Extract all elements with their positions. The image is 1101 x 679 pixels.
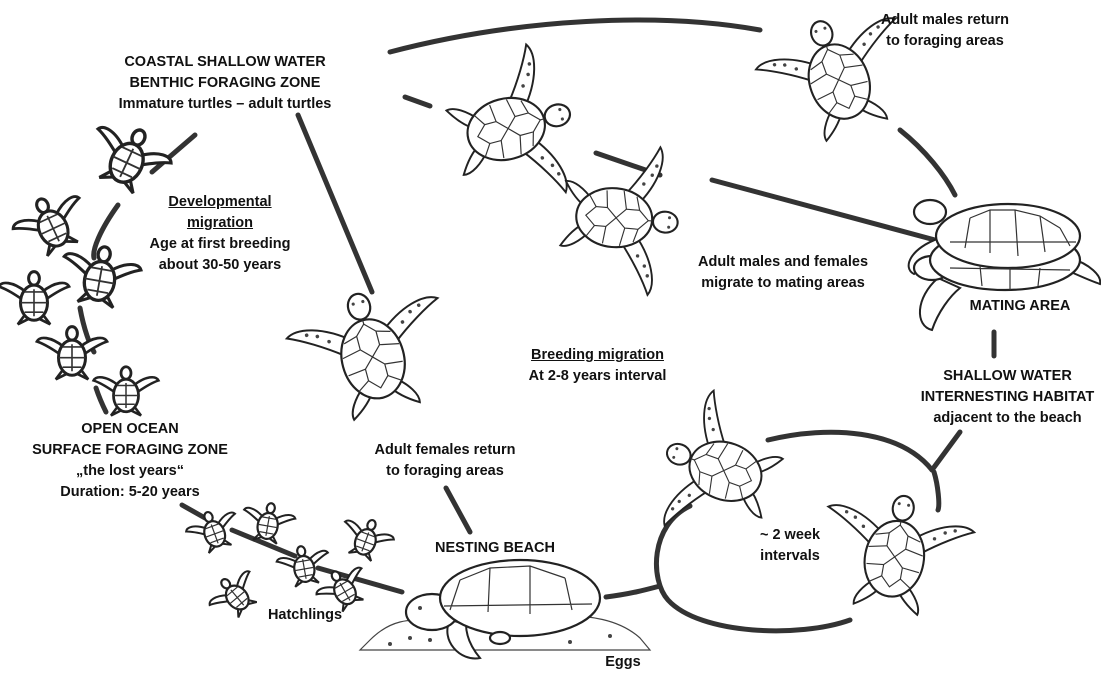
- developmental-heading-line2: migration: [135, 213, 305, 234]
- migrate-mating-line2: migrate to mating areas: [683, 273, 883, 294]
- turtle-internesting-2-icon: [812, 483, 978, 622]
- females-return-label: Adult females return to foraging areas: [350, 440, 540, 482]
- line-ocean-to-beach-1: [182, 505, 205, 518]
- males-return-line2: to foraging areas: [865, 31, 1025, 52]
- migrate-mating-label: Adult males and females migrate to matin…: [683, 252, 883, 294]
- juvenile-turtle-4-icon: [0, 272, 69, 325]
- turtle-migrating-1-icon: [435, 38, 589, 216]
- juvenile-turtle-2-icon: [7, 184, 96, 264]
- open-ocean-line1: OPEN OCEAN: [10, 419, 250, 440]
- breeding-migration-interval: At 2-8 years interval: [505, 366, 690, 387]
- developmental-age-line1: Age at first breeding: [135, 234, 305, 255]
- line-habitat-to-loop: [932, 432, 960, 470]
- internesting-line1: SHALLOW WATER: [920, 366, 1095, 387]
- males-return-label: Adult males return to foraging areas: [865, 10, 1025, 52]
- internesting-label: SHALLOW WATER INTERNESTING HABITAT adjac…: [920, 366, 1095, 429]
- open-ocean-line3: „the lost years“: [10, 461, 250, 482]
- females-return-line1: Adult females return: [350, 440, 540, 461]
- open-ocean-line4: Duration: 5-20 years: [10, 482, 250, 503]
- internesting-loop-right: [934, 472, 939, 510]
- line-beach-to-internesting: [606, 586, 660, 597]
- turtle-females-return-icon: [280, 274, 462, 431]
- open-ocean-label: OPEN OCEAN SURFACE FORAGING ZONE „the lo…: [10, 419, 250, 503]
- internesting-loop-top: [768, 432, 932, 470]
- migrate-mating-line1: Adult males and females: [683, 252, 883, 273]
- hatchlings-label: Hatchlings: [255, 605, 355, 626]
- dev-arc-4: [96, 388, 106, 412]
- interval-line2: intervals: [745, 546, 835, 567]
- nesting-turtle-icon: [360, 560, 650, 658]
- juvenile-turtle-5-icon: [37, 327, 107, 380]
- breeding-migration-label: Breeding migration At 2-8 years interval: [505, 345, 690, 387]
- breeding-migration-heading: Breeding migration: [505, 345, 690, 366]
- juvenile-turtle-1-icon: [80, 113, 179, 202]
- interval-line1: ~ 2 week: [745, 525, 835, 546]
- developmental-migration-label: Developmental migration Age at first bre…: [135, 192, 305, 276]
- coastal-title-line2: BENTHIC FORAGING ZONE: [100, 73, 350, 94]
- eggs-label: Eggs: [598, 652, 648, 673]
- coastal-subtitle: Immature turtles – adult turtles: [100, 94, 350, 115]
- migration-line-3: [712, 180, 935, 240]
- internesting-line3: adjacent to the beach: [920, 408, 1095, 429]
- juvenile-turtle-3-icon: [57, 240, 144, 311]
- developmental-heading-line1: Developmental: [135, 192, 305, 213]
- coastal-zone-label: COASTAL SHALLOW WATER BENTHIC FORAGING Z…: [100, 52, 350, 115]
- mating-area-label: MATING AREA: [960, 296, 1080, 317]
- coastal-title-line1: COASTAL SHALLOW WATER: [100, 52, 350, 73]
- nesting-beach-label: NESTING BEACH: [420, 538, 570, 559]
- open-ocean-line2: SURFACE FORAGING ZONE: [10, 440, 250, 461]
- line-coastal-to-females: [298, 115, 372, 292]
- males-return-line1: Adult males return: [865, 10, 1025, 31]
- arc-males-to-mating: [900, 130, 955, 195]
- migration-line-1: [405, 97, 430, 106]
- interval-label: ~ 2 week intervals: [745, 525, 835, 567]
- line-females-to-beach: [446, 488, 470, 532]
- arc-to-males-return: [390, 20, 760, 52]
- hatchling-4-icon: [335, 511, 397, 565]
- developmental-age-line2: about 30-50 years: [135, 255, 305, 276]
- internesting-line2: INTERNESTING HABITAT: [920, 387, 1095, 408]
- females-return-line2: to foraging areas: [350, 461, 540, 482]
